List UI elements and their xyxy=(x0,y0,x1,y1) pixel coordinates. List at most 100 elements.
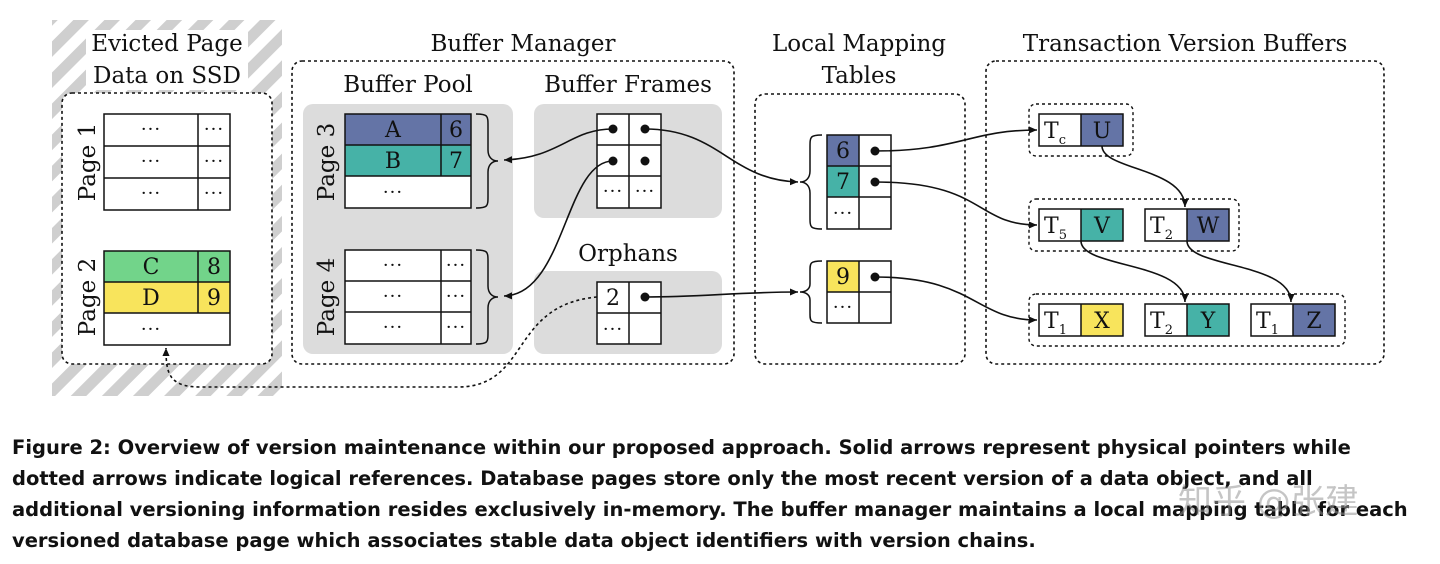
arrow-9-to-t1 xyxy=(874,276,1038,324)
arrow-7-to-t5 xyxy=(874,181,1038,229)
arrow-frame-to-page4 xyxy=(503,160,614,300)
version-value: X xyxy=(1094,309,1110,334)
arrow-frame-to-mapping-table-1 xyxy=(644,128,799,186)
mapping-table-2-brace xyxy=(799,260,823,324)
ssd-page-1-cell: ··· xyxy=(204,183,224,204)
page3-cell: ··· xyxy=(383,182,403,203)
orphan-cell: ··· xyxy=(603,319,623,340)
ssd-page-1-cell: ··· xyxy=(204,119,224,140)
mapping-id: ··· xyxy=(833,203,853,224)
version-entry-t5-v: T5 V xyxy=(1038,208,1124,243)
ssd-page-2-cell: 8 xyxy=(207,255,221,280)
ssd-page-1-label: Page 1 xyxy=(75,123,101,201)
ssd-region: Evicted Page Data on SSD Page 1 ··· ··· … xyxy=(52,20,282,396)
mapping-container xyxy=(754,93,966,365)
buffer-manager-container xyxy=(291,60,735,365)
mapping-table-2: 9 ··· xyxy=(799,260,892,324)
mapping-id: 6 xyxy=(836,139,850,164)
buffer-frames-title: Buffer Frames xyxy=(544,72,712,98)
arrow-w-to-z xyxy=(1186,240,1295,303)
page3-cell: A xyxy=(384,118,402,143)
mapping-table-1-brace xyxy=(799,134,823,230)
arrow-6-to-tc xyxy=(874,126,1038,152)
ssd-page-1-cell: ··· xyxy=(141,119,161,140)
frame-cell: ··· xyxy=(635,181,655,202)
page4-cell: ··· xyxy=(383,286,403,307)
version-entry-t1-x: T1 X xyxy=(1038,303,1124,338)
frame-pointer-dot xyxy=(640,156,650,166)
version-value: Y xyxy=(1200,309,1216,334)
page3-cell: 6 xyxy=(449,118,463,143)
buffer-pool-title: Buffer Pool xyxy=(343,72,473,98)
ssd-title-line2: Data on SSD xyxy=(93,63,241,89)
version-txn-label: T5 xyxy=(1044,214,1067,243)
version-entry-t2-w: T2 W xyxy=(1144,208,1230,243)
page4-cell: ··· xyxy=(383,317,403,338)
page3-row-b-fill xyxy=(345,145,471,176)
version-value: V xyxy=(1093,214,1111,239)
version-entry-t1-z: T1 Z xyxy=(1250,303,1336,338)
page3-cell: B xyxy=(385,149,401,174)
ssd-page-1: Page 1 ··· ··· ··· ··· ··· ··· xyxy=(75,113,231,211)
version-entry-tc-u: Tc U xyxy=(1038,113,1124,148)
version-txn-label: T2 xyxy=(1150,309,1173,338)
ssd-page-2-cell: ··· xyxy=(141,319,161,340)
frame-cell: ··· xyxy=(603,181,623,202)
ssd-page-2: Page 2 C 8 D 9 ··· xyxy=(75,250,231,346)
page3-brace xyxy=(475,113,499,209)
mapping-region: Local Mapping Tables 6 7 ··· 9 ··· xyxy=(754,31,966,365)
ssd-page-1-cell: ··· xyxy=(141,151,161,172)
mapping-id: 9 xyxy=(836,265,850,290)
mapping-title-line2: Tables xyxy=(822,63,897,89)
buffer-page-4-label: Page 4 xyxy=(314,258,340,336)
page3-cell: 7 xyxy=(449,149,463,174)
ssd-page-1-cell: ··· xyxy=(141,183,161,204)
mapping-row-6-fill xyxy=(827,135,859,166)
ssd-page-2-label: Page 2 xyxy=(75,258,101,336)
version-txn-label: T1 xyxy=(1044,309,1067,338)
orphan-id: 2 xyxy=(606,286,620,311)
arrow-orphan-to-mapping-table-2 xyxy=(644,288,799,298)
page4-cell: ··· xyxy=(446,317,466,338)
buffer-page-3: Page 3 A 6 B 7 ··· xyxy=(314,113,499,209)
ssd-row-d-fill xyxy=(104,282,230,313)
buffer-manager-region: Buffer Manager Buffer Pool Page 3 A 6 B … xyxy=(291,31,735,365)
version-entry-t2-y: T2 Y xyxy=(1144,303,1230,338)
page3-row-a-fill xyxy=(345,114,471,145)
ssd-title-line1: Evicted Page xyxy=(91,31,242,57)
version-txn-label: Tc xyxy=(1044,119,1066,148)
ssd-page-2-cell: 9 xyxy=(207,286,221,311)
version-value: U xyxy=(1093,119,1112,144)
arrow-v-to-y xyxy=(1080,240,1189,303)
version-buffers-title: Transaction Version Buffers xyxy=(1023,31,1348,57)
mapping-id: 7 xyxy=(836,170,850,195)
orphans: Orphans 2 ··· xyxy=(534,241,722,354)
page4-cell: ··· xyxy=(446,255,466,276)
version-buffers-region: Transaction Version Buffers Tc U T5 V T2… xyxy=(985,31,1385,365)
mapping-id: ··· xyxy=(833,297,853,318)
version-buffers-container xyxy=(985,60,1385,365)
watermark: 知乎 @张建 xyxy=(1178,482,1359,522)
version-value: W xyxy=(1197,214,1220,239)
page4-brace xyxy=(475,249,499,345)
mapping-table-1: 6 7 ··· xyxy=(799,134,892,230)
arrows xyxy=(162,126,1295,388)
mapping-row-7-fill xyxy=(827,166,859,197)
page4-cell: ··· xyxy=(446,286,466,307)
version-txn-label: T1 xyxy=(1256,309,1279,338)
ssd-page-2-cell: D xyxy=(142,286,160,311)
buffer-manager-title: Buffer Manager xyxy=(430,31,615,57)
ssd-row-c-fill xyxy=(104,251,230,282)
version-value: Z xyxy=(1306,309,1321,334)
ssd-page-1-cell: ··· xyxy=(204,151,224,172)
version-chain-1 xyxy=(1028,103,1134,157)
figure-caption: Figure 2: Overview of version maintenanc… xyxy=(12,436,1408,552)
mapping-row-9-fill xyxy=(827,261,859,292)
version-txn-label: T2 xyxy=(1150,214,1173,243)
page4-cell: ··· xyxy=(383,255,403,276)
arrow-u-to-w xyxy=(1101,145,1189,208)
buffer-page-4: Page 4 ··· ··· ··· ··· ··· ··· xyxy=(314,249,499,345)
orphans-title: Orphans xyxy=(578,241,678,267)
arrow-frame-to-page3 xyxy=(503,128,614,164)
